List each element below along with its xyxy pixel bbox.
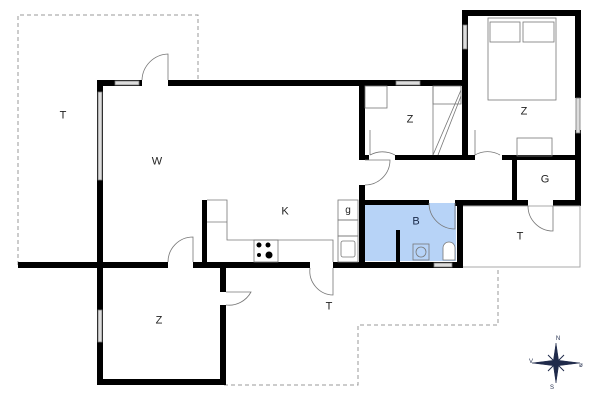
compass-west: V (528, 359, 534, 365)
compass-rose (531, 342, 581, 384)
room-label-storage: G (540, 173, 550, 186)
room-label-terrace-east: T (516, 230, 524, 243)
compass-east: ø (579, 363, 583, 369)
room-label-bedroom-master: Z (520, 105, 528, 118)
doors (141, 53, 554, 306)
room-label-terrace-west: T (59, 109, 67, 122)
bathroom-floor (362, 203, 456, 261)
room-label-bedroom-small: Z (406, 113, 414, 126)
windows (97, 24, 581, 343)
room-label-living-room: W (151, 155, 163, 168)
terrace-outlines (17, 14, 499, 386)
walls (18, 10, 581, 385)
room-label-kitchen: K (281, 205, 289, 218)
fridge-label: g (345, 205, 351, 216)
compass-south: S (549, 385, 555, 391)
furniture (207, 17, 557, 263)
stove-burners (256, 242, 273, 259)
room-label-bedroom-southwest: Z (155, 314, 163, 327)
room-label-bathroom: B (412, 215, 420, 228)
room-label-terrace-south: T (325, 300, 333, 313)
terrace-east-outline (463, 205, 581, 268)
compass-north: N (555, 336, 561, 342)
